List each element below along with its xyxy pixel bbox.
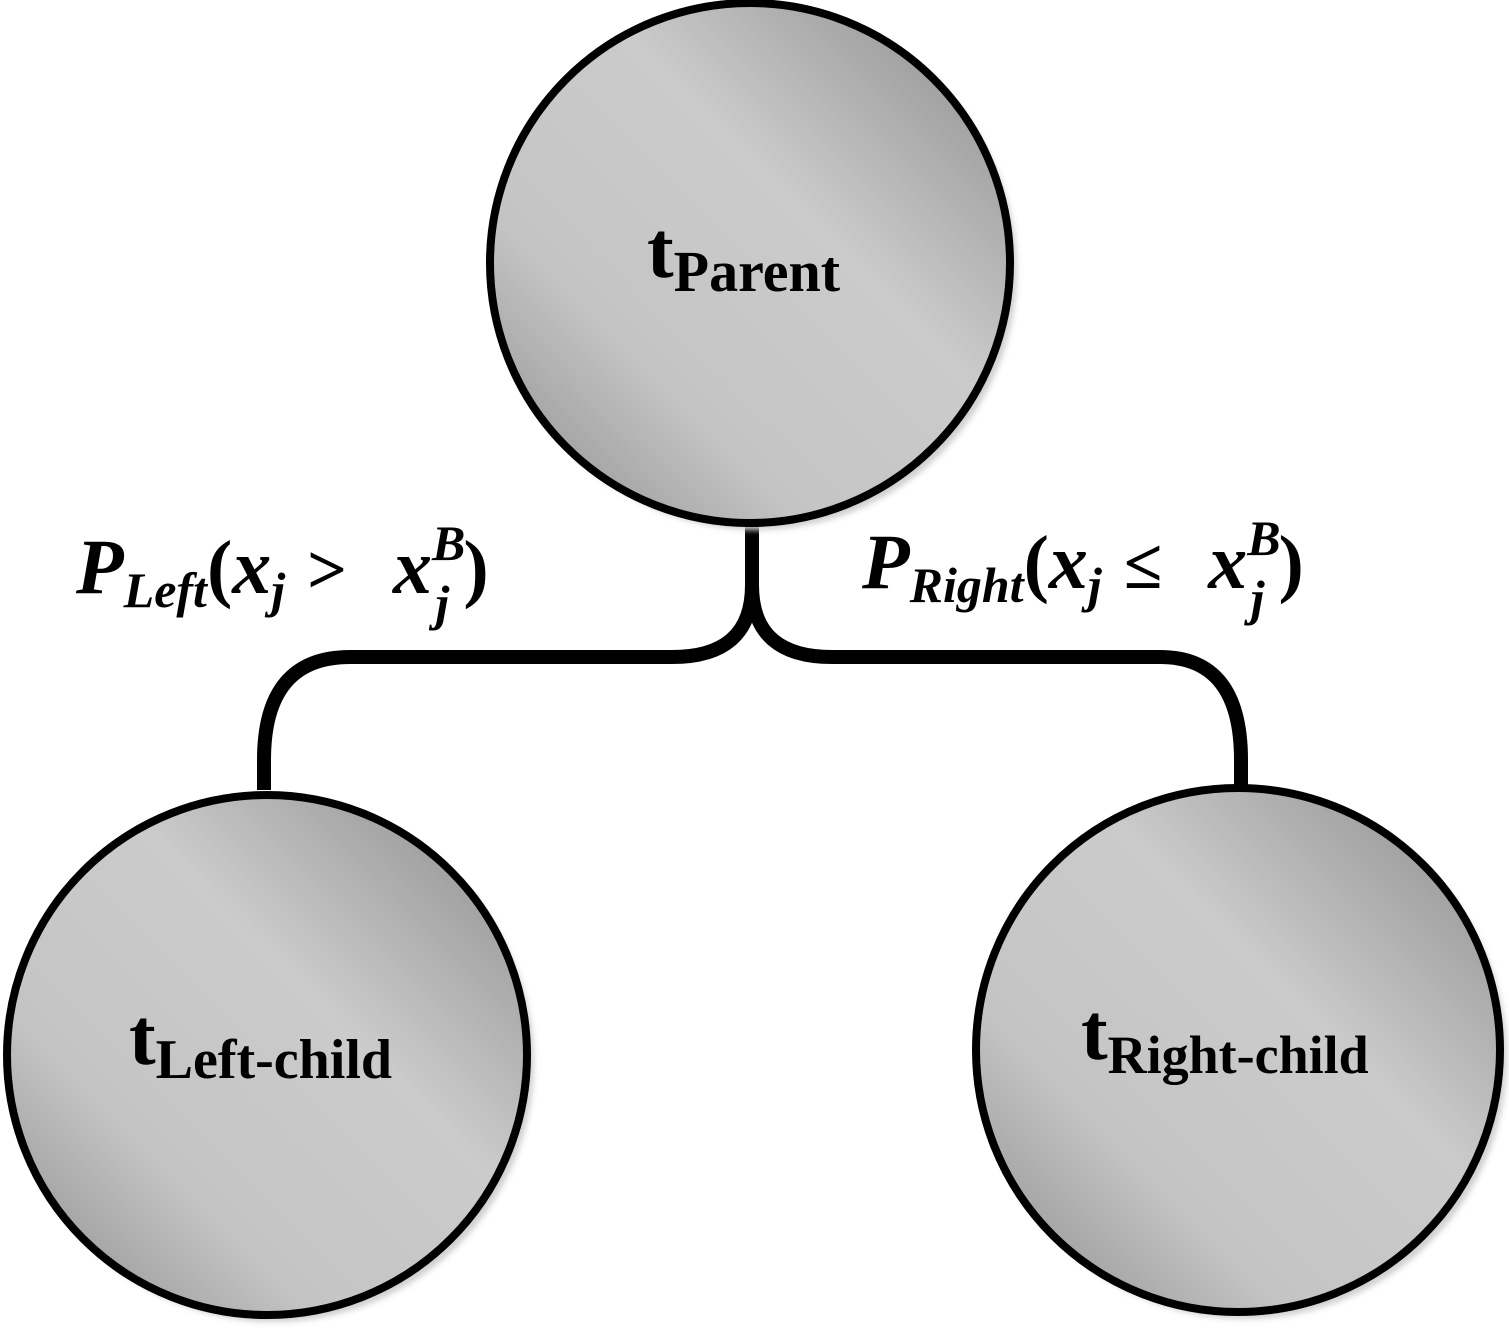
right-edge-prob: P [861,518,911,605]
right-edge-close-paren: ) [1279,521,1304,605]
right-connector [745,525,1248,790]
right-edge-prob-subscript: Right [909,557,1026,613]
left-connector [257,525,759,790]
left-child-node-base: t [129,994,156,1082]
parent-node-subscript: Parent [674,239,841,304]
right-child-node-label: tRight-child [1081,989,1369,1085]
left-edge-close-paren: ) [463,526,488,610]
parent-node-base: t [647,207,674,295]
right-edge-var: x [1048,518,1088,605]
left-edge-threshold: x [392,523,432,610]
left-edge-open-paren: ( [207,526,232,610]
right-edge-open-paren: ( [1024,521,1049,605]
connectors [257,525,1248,790]
left-edge-var: x [231,523,271,610]
right-child-node-circle [972,784,1504,1316]
left-child-node: tLeft-child [3,791,534,1322]
parent-node-circle [486,0,1014,527]
left-child-node-subscript: Left-child [156,1029,392,1091]
left-edge-threshold-superscript: B [431,515,465,571]
right-edge-threshold: x [1207,518,1247,605]
left-child-node-circle [3,791,531,1319]
right-child-node: tRight-child [972,784,1507,1319]
left-edge-operator: > [307,532,347,609]
right-child-node-base: t [1081,989,1108,1077]
parent-node-label: tParent [647,207,841,304]
left-edge-prob-subscript: Left [123,562,209,618]
parent-node: tParent [486,0,1017,530]
right-child-node-subscript: Right-child [1108,1025,1369,1085]
right-edge-operator: ≤ [1124,527,1162,604]
left-edge-prob: P [75,523,125,610]
left-child-node-label: tLeft-child [129,994,392,1091]
right-edge-threshold-superscript: B [1246,510,1280,566]
